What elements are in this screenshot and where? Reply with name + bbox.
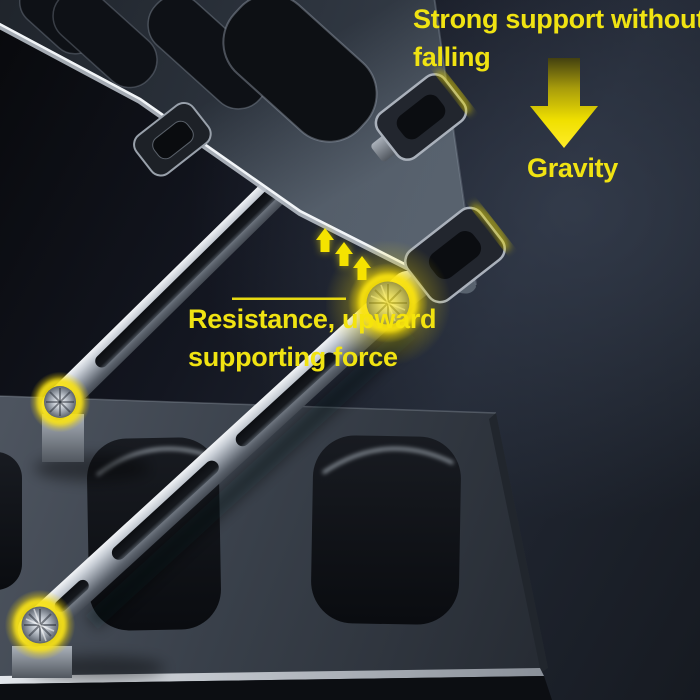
pivot-glow-middle bbox=[22, 364, 98, 440]
hook-glow-lower bbox=[470, 203, 510, 251]
arm-shadow bbox=[85, 325, 415, 629]
base-front-edge bbox=[0, 668, 544, 684]
resistance-label-line2: supporting force bbox=[188, 342, 398, 372]
platform-cutout-4 bbox=[222, 0, 378, 143]
resistance-pointer-line bbox=[232, 297, 346, 300]
gravity-label: Gravity bbox=[527, 153, 618, 183]
base-front-face bbox=[0, 676, 552, 700]
hook-tab-small bbox=[133, 101, 212, 177]
support-label-line2: falling bbox=[413, 42, 491, 72]
laptop-platform bbox=[0, 0, 477, 294]
gravity-arrow-icon bbox=[530, 58, 598, 148]
base-cutout-left bbox=[0, 452, 22, 590]
support-label-line1: Strong support without bbox=[413, 4, 700, 34]
platform-cutout-2 bbox=[52, 0, 158, 89]
base-cutout-right bbox=[311, 435, 461, 625]
support-arm-short bbox=[41, 145, 322, 421]
support-arm-long bbox=[17, 270, 425, 647]
hook-tab-upper bbox=[371, 69, 472, 162]
resistance-label-line1: Resistance, upward bbox=[188, 304, 437, 334]
pivot-glow-bottom bbox=[0, 581, 84, 669]
hook-glow-upper bbox=[434, 69, 472, 114]
